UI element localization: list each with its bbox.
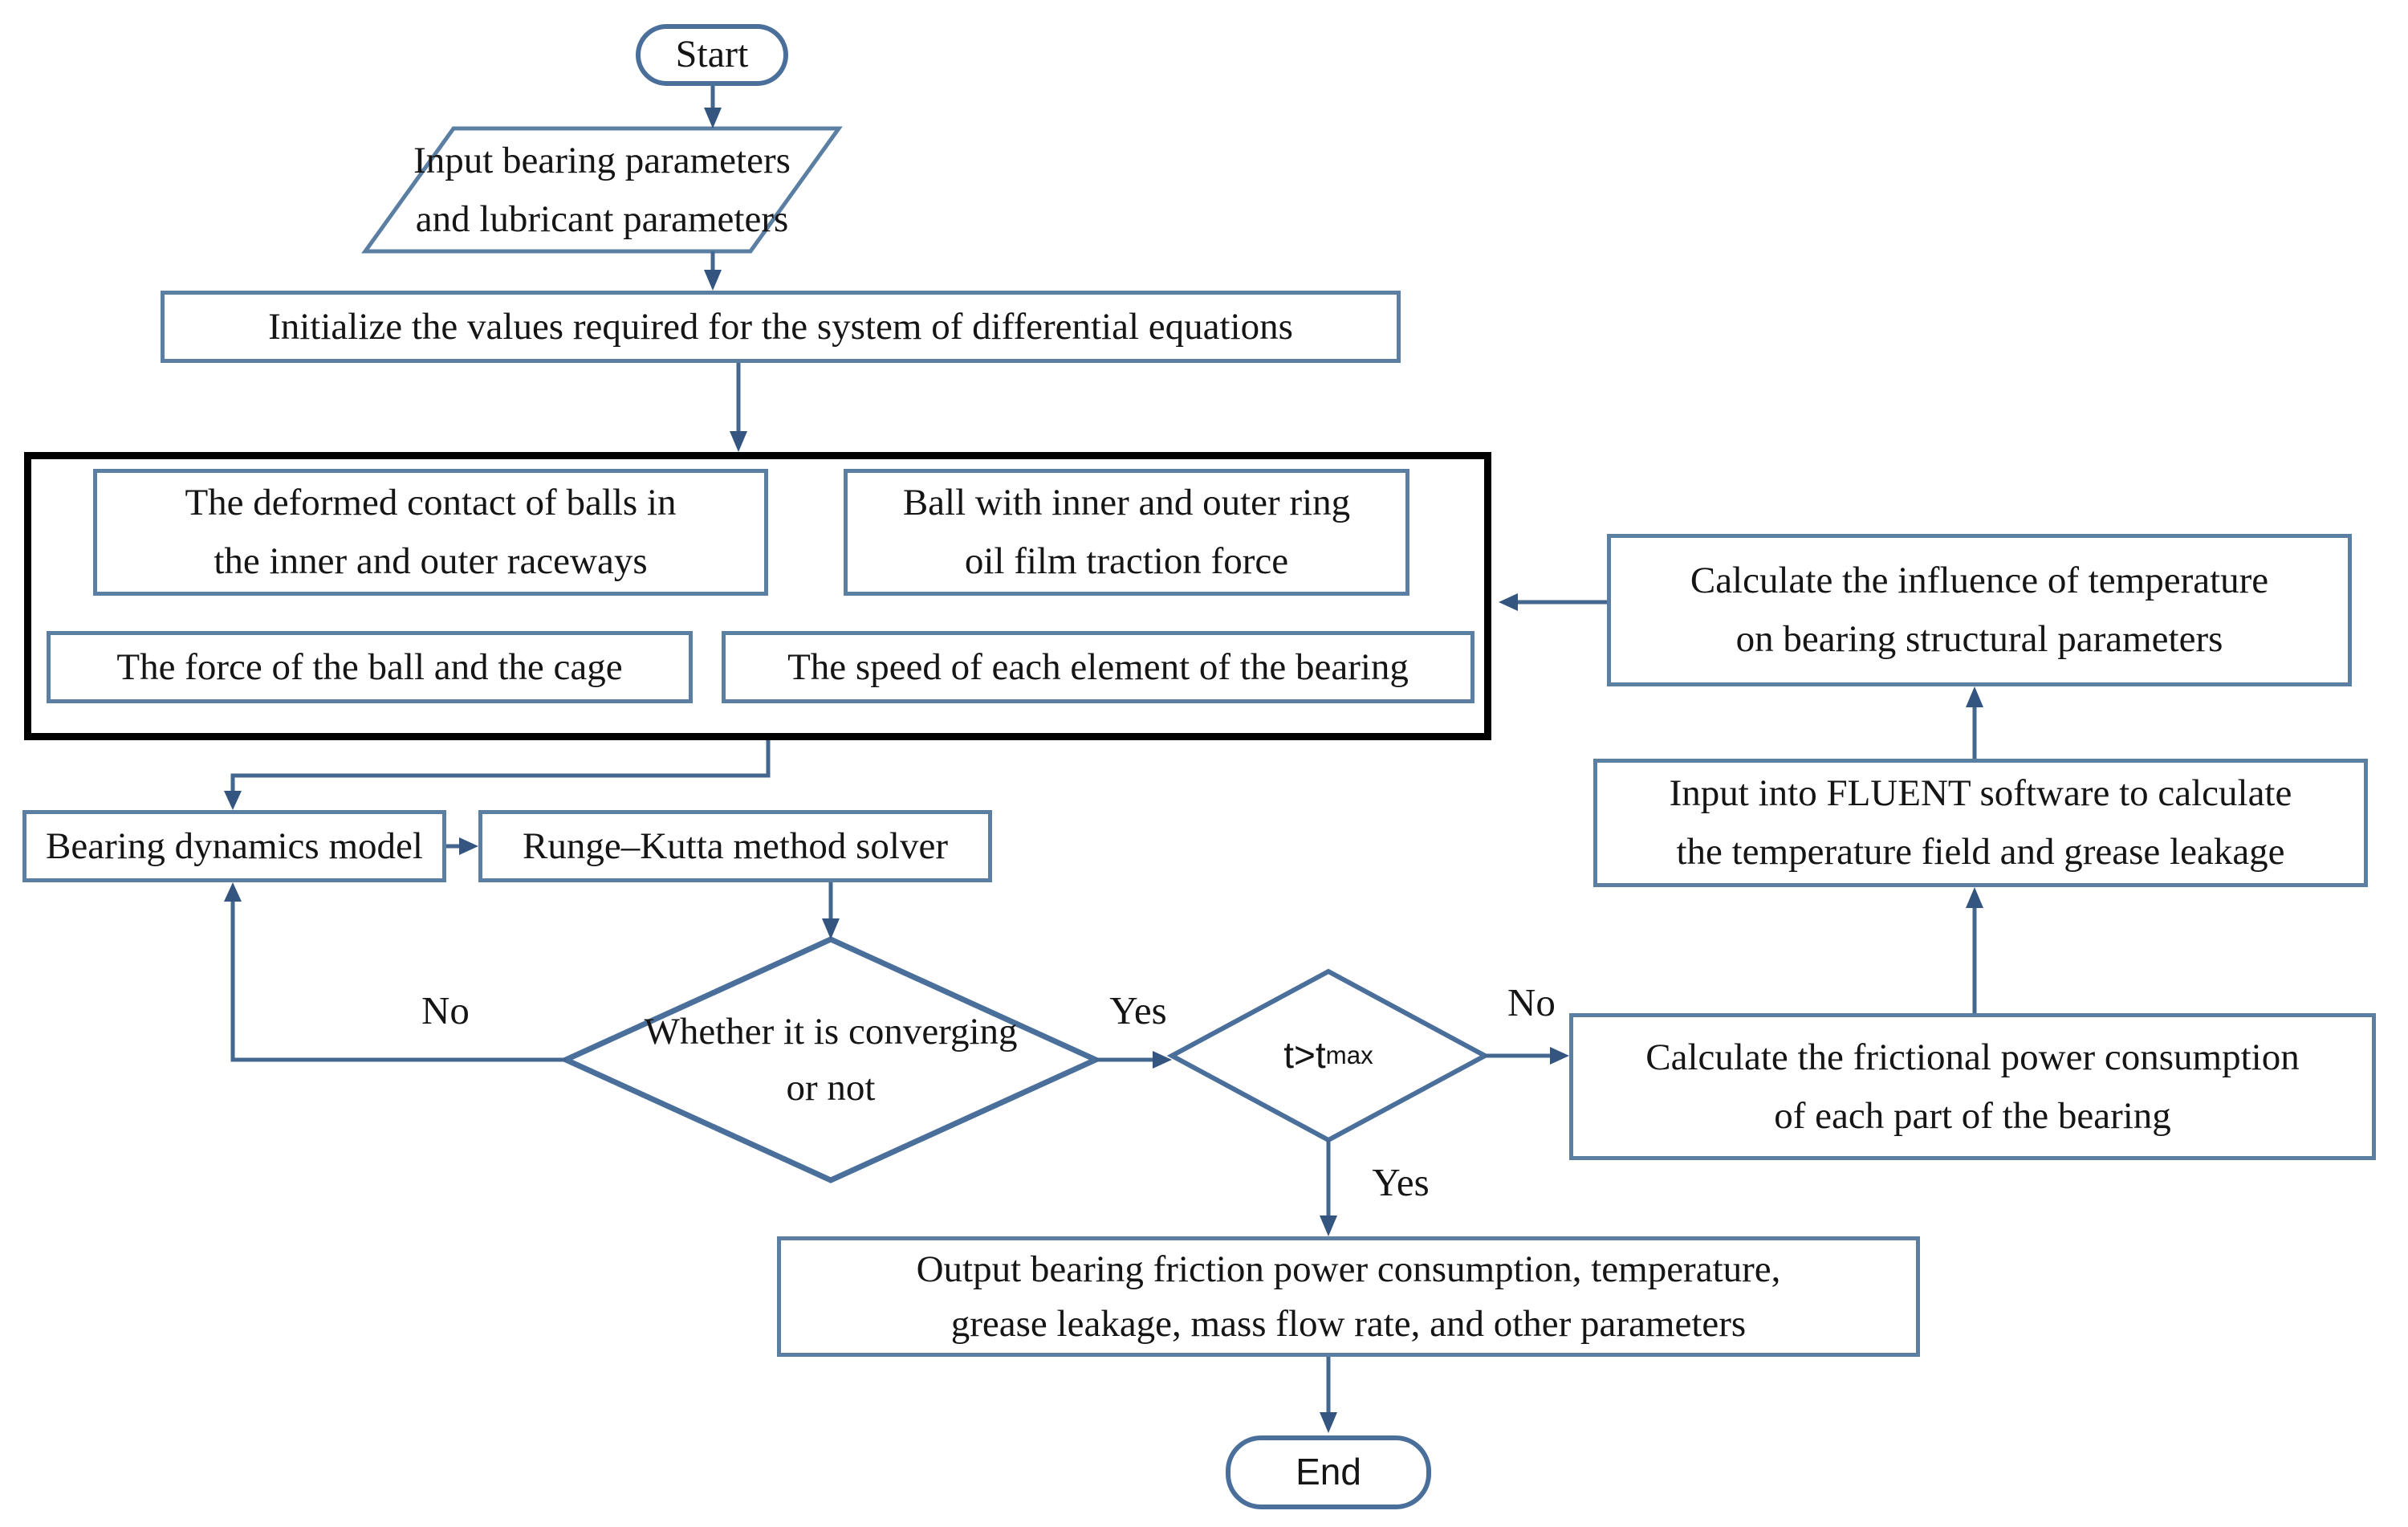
frictional-power-node: Calculate the frictional power consumpti… — [1569, 1013, 2376, 1160]
time-no-label: No — [1507, 979, 1556, 1024]
fluent-line1: Input into FLUENT software to calculate — [1669, 772, 2292, 815]
start-terminator: Start — [636, 24, 788, 86]
edge-converging-no-return — [230, 902, 566, 1062]
runge-kutta-line1: Runge–Kutta method solver — [523, 825, 948, 867]
converging-yes-label: Yes — [1109, 987, 1167, 1032]
oil-film-line1: Ball with inner and outer ring — [902, 482, 1351, 524]
arrowhead — [730, 431, 747, 452]
input-parameters-node: Input bearing parameters and lubricant p… — [405, 132, 799, 247]
end-label: End — [1296, 1451, 1361, 1493]
end-terminator: End — [1226, 1435, 1431, 1509]
deformed-contact-line1: The deformed contact of balls in — [185, 482, 677, 524]
arrowhead — [1550, 1047, 1569, 1065]
arrowhead — [1966, 887, 1983, 908]
bearing-model-node: Bearing dynamics model — [22, 810, 446, 882]
arrowhead — [459, 837, 478, 855]
bearing-model-line1: Bearing dynamics model — [46, 825, 423, 867]
converging-decision-node: Whether it is converging or not — [630, 994, 1031, 1126]
temperature-line2: on bearing structural parameters — [1735, 618, 2223, 660]
edge-container-to-bearing-model — [230, 740, 771, 791]
arrowhead — [224, 882, 242, 902]
output-results-node: Output bearing friction power consumptio… — [777, 1236, 1920, 1357]
input-parameters-line1: Input bearing parameters — [413, 139, 791, 181]
deformed-contact-node: The deformed contact of balls in the inn… — [93, 469, 768, 596]
input-parallelogram-shape — [361, 126, 843, 254]
temperature-influence-node: Calculate the influence of temperature o… — [1607, 534, 2352, 686]
frictional-line1: Calculate the frictional power consumpti… — [1645, 1036, 2300, 1078]
frictional-line2: of each part of the bearing — [1774, 1094, 2171, 1137]
ball-cage-force-node: The force of the ball and the cage — [47, 631, 693, 703]
initialize-node: Initialize the values required for the s… — [161, 291, 1401, 363]
time-decision-base: t>t — [1283, 1034, 1326, 1077]
converging-line2: or not — [786, 1067, 876, 1109]
start-label: Start — [675, 33, 749, 76]
arrowhead — [1499, 593, 1518, 611]
converging-line1: Whether it is converging — [644, 1010, 1018, 1053]
arrowhead — [704, 270, 722, 291]
oil-film-line2: oil film traction force — [964, 540, 1289, 582]
arrowhead — [1320, 1412, 1337, 1433]
deformed-contact-line2: the inner and outer raceways — [214, 540, 648, 582]
input-parameters-line2: and lubricant parameters — [415, 197, 789, 240]
output-line2: grease leakage, mass flow rate, and othe… — [950, 1303, 1747, 1345]
temperature-line1: Calculate the influence of temperature — [1690, 560, 2269, 602]
output-line1: Output bearing friction power consumptio… — [916, 1248, 1781, 1290]
arrowhead — [224, 791, 242, 810]
converging-diamond-shape — [559, 936, 1103, 1183]
fluent-input-node: Input into FLUENT software to calculate … — [1593, 759, 2368, 887]
arrowhead — [704, 108, 722, 128]
time-decision-sub: max — [1325, 1040, 1373, 1069]
ball-cage-line1: The force of the ball and the cage — [116, 645, 623, 688]
element-speed-line1: The speed of each element of the bearing — [787, 645, 1409, 688]
fluent-line2: the temperature field and grease leakage — [1676, 831, 2285, 873]
converging-no-label: No — [421, 987, 470, 1032]
oil-film-traction-node: Ball with inner and outer ring oil film … — [844, 469, 1409, 596]
element-speed-node: The speed of each element of the bearing — [722, 631, 1474, 703]
arrowhead — [1320, 1215, 1337, 1236]
initialize-line1: Initialize the values required for the s… — [268, 305, 1293, 348]
arrowhead — [1966, 686, 1983, 707]
arrowhead — [1153, 1051, 1172, 1069]
time-yes-label: Yes — [1372, 1159, 1430, 1204]
arrowhead — [822, 918, 840, 939]
runge-kutta-node: Runge–Kutta method solver — [478, 810, 992, 882]
